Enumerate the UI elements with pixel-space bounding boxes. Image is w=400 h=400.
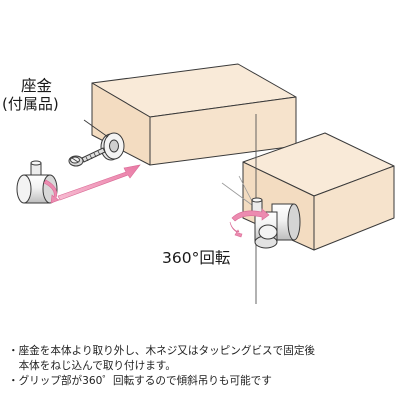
fitting-body-left — [16, 160, 60, 204]
washer-leader-line — [83, 119, 109, 138]
notes-list: ・座金を本体より取り外し、木ネジ又はタッピングビスで固定後 本体をねじ込んで取り… — [8, 344, 396, 389]
washer — [100, 132, 125, 161]
note-line: ・グリップ部が360゜回転するので傾斜吊りも可能です — [8, 375, 272, 387]
screw — [68, 147, 106, 167]
rotation-arrow-left — [43, 179, 60, 204]
install-arrow — [57, 164, 141, 201]
washer-subtitle-label: (付属品) — [2, 95, 59, 113]
rotation-arrow-right — [231, 208, 270, 222]
rotation-label: 360°回転 — [162, 249, 230, 267]
wood-block-left — [91, 63, 297, 166]
note-line: 本体をねじ込んで取り付けます。 — [8, 360, 176, 372]
incline-guide-line — [221, 182, 253, 206]
note-line: ・座金を本体より取り外し、木ネジ又はタッピングビスで固定後 — [8, 345, 316, 357]
fitting-body-right — [229, 197, 301, 249]
washer-title-label: 座金 — [21, 77, 53, 95]
